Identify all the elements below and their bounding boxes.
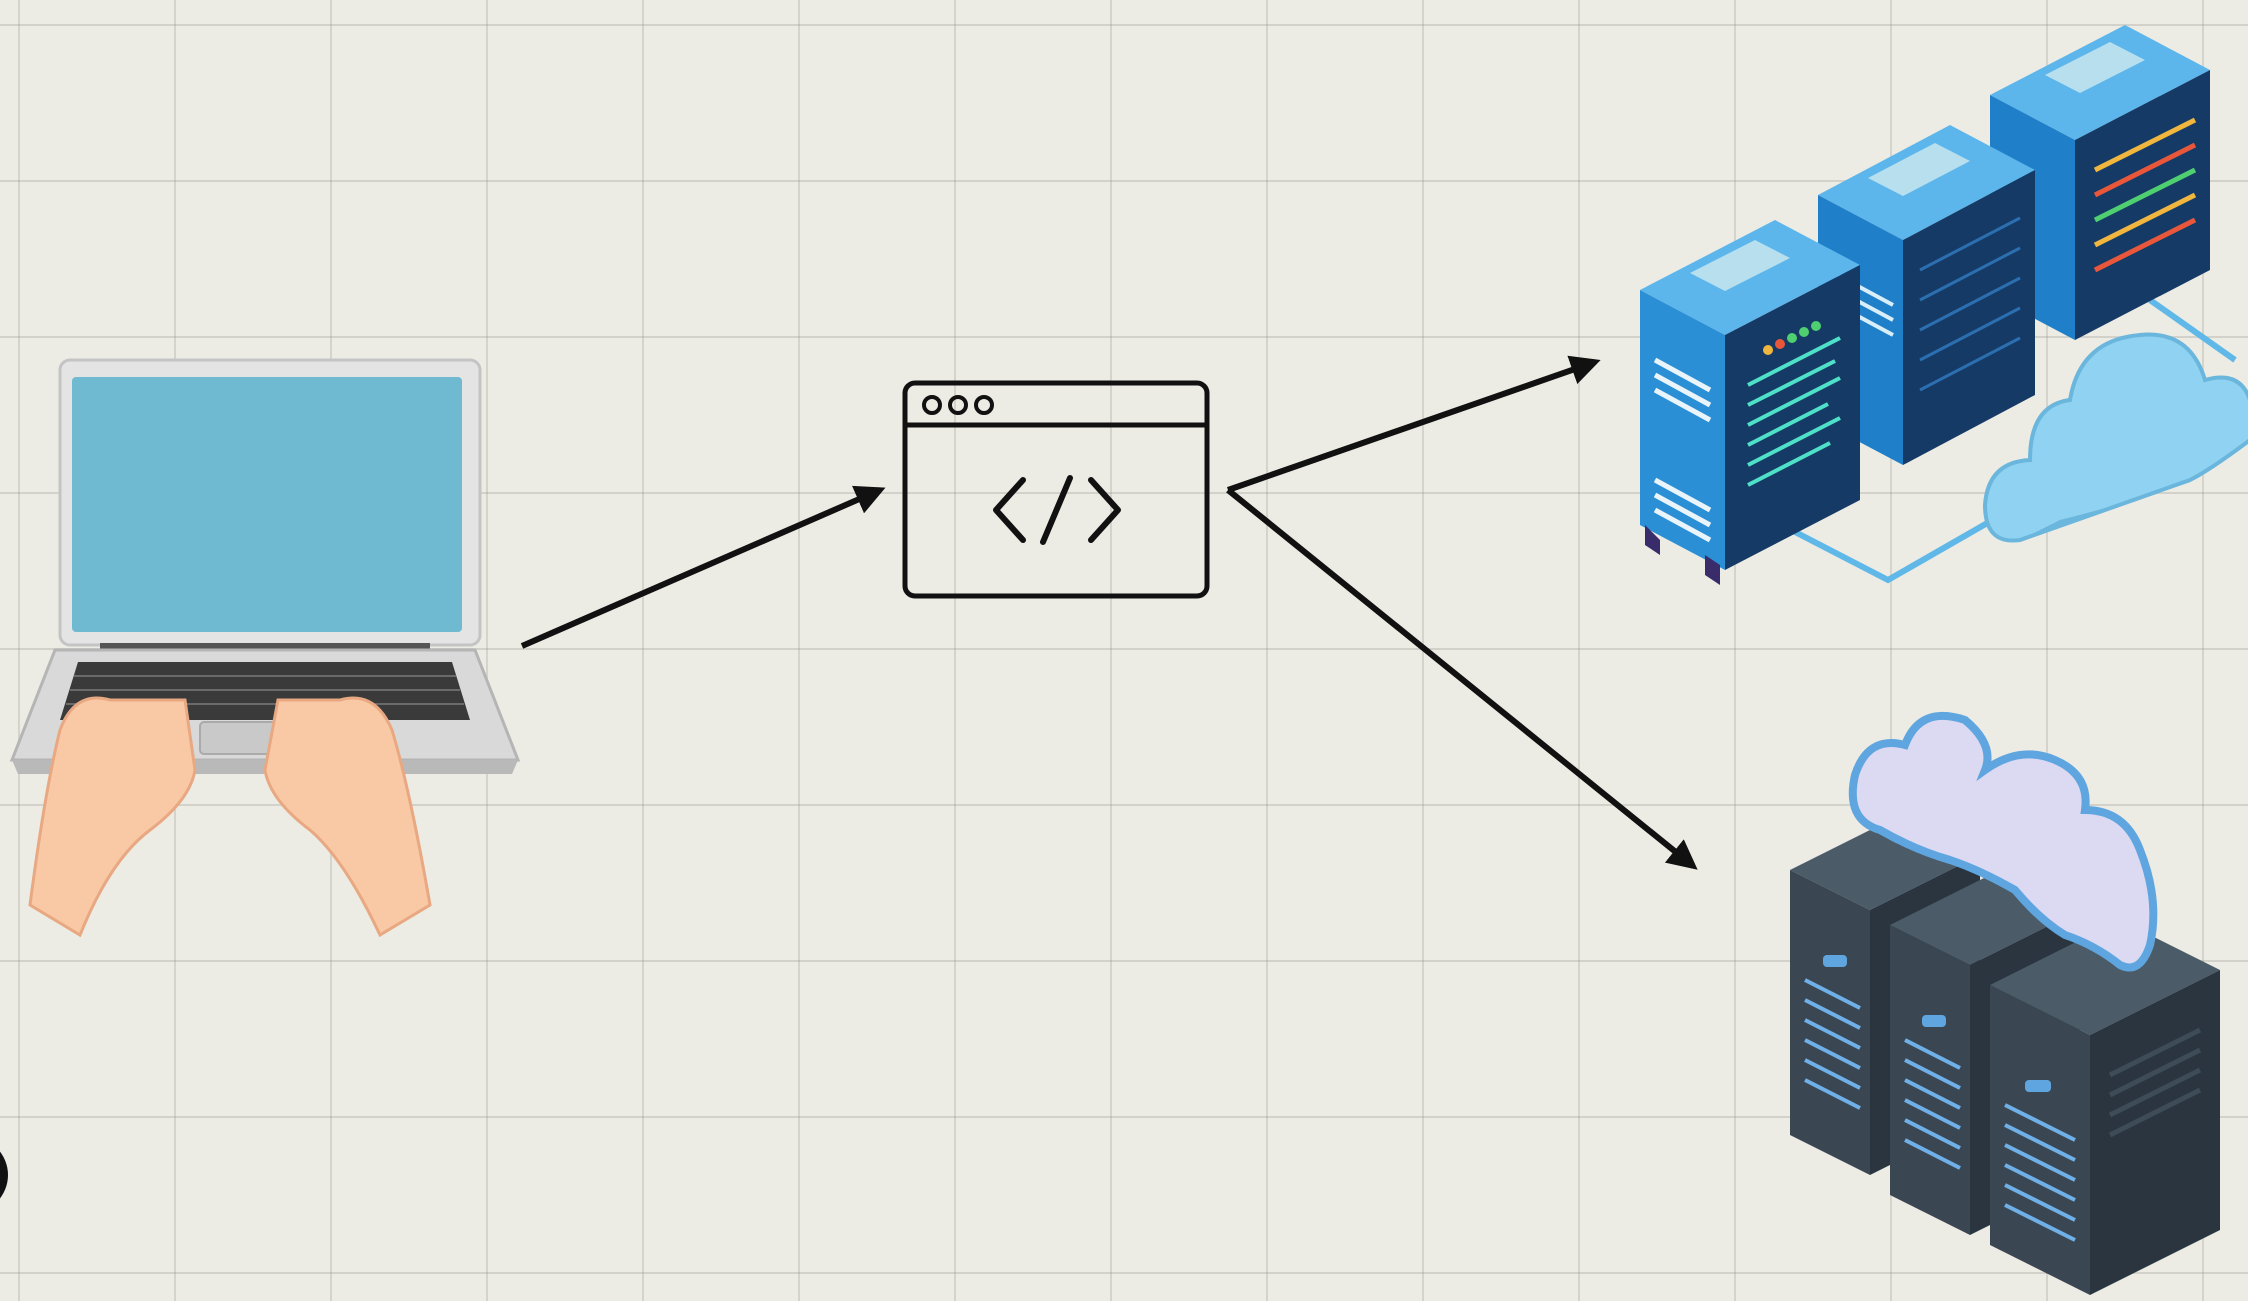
laptop-screen	[72, 377, 462, 632]
blue-server-front	[1640, 220, 1860, 585]
window-dot-3	[974, 395, 994, 415]
network-cable-2	[2148, 297, 2237, 363]
server-rack-cloud-icon	[1790, 711, 2220, 1295]
code-bracket-left	[993, 477, 1026, 543]
network-cable	[1770, 507, 2012, 584]
window-frame	[902, 380, 1210, 599]
server-rack-cloud-icon	[1640, 25, 2248, 585]
code-bracket-right	[1088, 477, 1121, 543]
arrow-code-to-blue-servers	[1227, 355, 1601, 493]
arrow-laptop-to-code	[520, 485, 886, 649]
dark-server-right	[1990, 920, 2220, 1295]
window-dot-1	[922, 395, 942, 415]
partial-circle-icon	[0, 1151, 8, 1199]
cloud-lavender	[1848, 711, 2158, 972]
cloud-light-blue	[1982, 332, 2248, 543]
laptop-typing-icon	[9, 358, 521, 938]
window-dot-2	[948, 395, 968, 415]
left-hand	[28, 696, 197, 938]
arrow-code-to-dark-servers	[1226, 487, 1698, 870]
right-hand	[263, 696, 432, 938]
laptop-hinge	[100, 643, 430, 651]
code-browser-window-icon	[902, 380, 1210, 599]
code-slash	[1040, 475, 1073, 545]
